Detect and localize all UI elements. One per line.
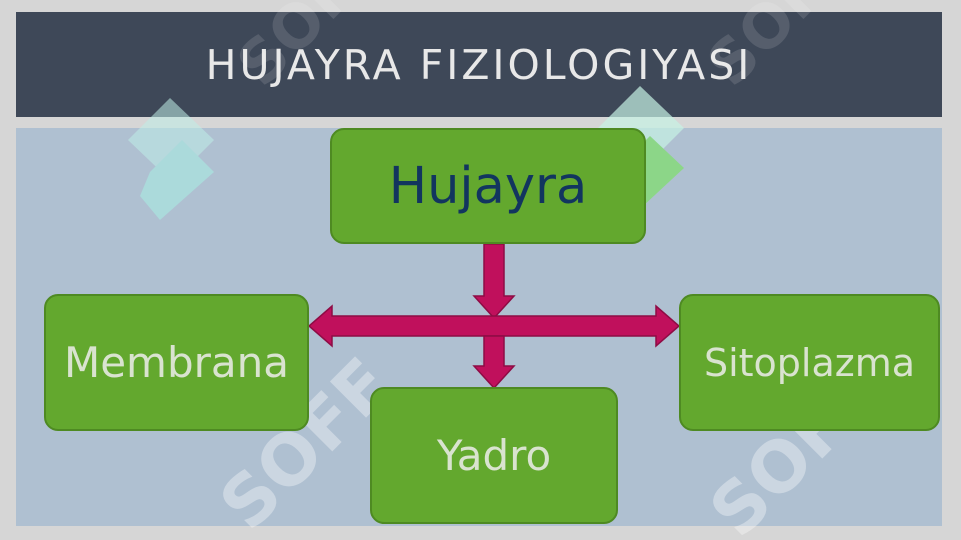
arrow-root-down <box>472 243 516 320</box>
slide-title: HUJAYRA FIZIOLOGIYASI <box>205 40 753 89</box>
node-sitoplazma: Sitoplazma <box>679 294 940 431</box>
node-hujayra: Hujayra <box>330 128 646 244</box>
node-yadro-label: Yadro <box>436 431 552 480</box>
node-sitoplazma-label: Sitoplazma <box>703 340 916 385</box>
arrow-horizontal <box>307 304 681 348</box>
node-membrana-label: Membrana <box>63 338 289 387</box>
arrow-to-bottom <box>472 335 516 390</box>
node-hujayra-label: Hujayra <box>388 156 588 216</box>
node-yadro: Yadro <box>370 387 618 524</box>
node-membrana: Membrana <box>44 294 309 431</box>
